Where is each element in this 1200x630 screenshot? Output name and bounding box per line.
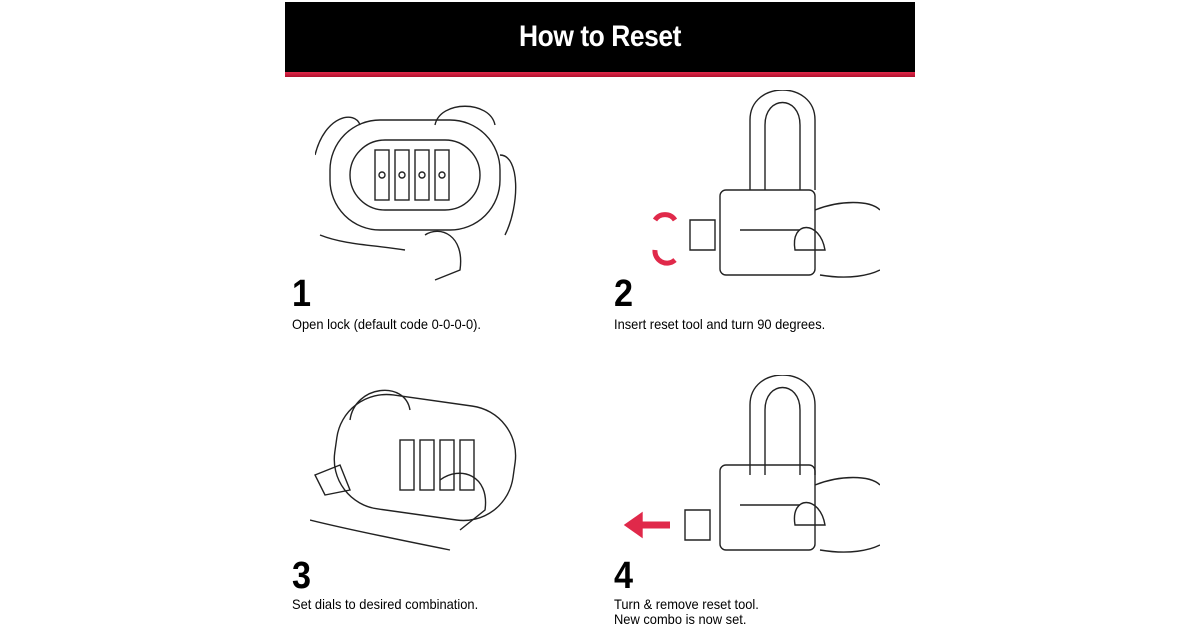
step1-open-lock-illustration bbox=[315, 105, 517, 281]
page-title: How to Reset bbox=[519, 20, 681, 53]
step3-caption: Set dials to desired combination. bbox=[292, 596, 479, 612]
header-bar bbox=[285, 2, 915, 72]
step2-insert-tool-illustration bbox=[652, 90, 880, 278]
step2-number: 2 bbox=[614, 273, 634, 315]
step3-set-dials-illustration bbox=[310, 389, 517, 551]
step4-remove-tool-illustration bbox=[623, 375, 880, 553]
step1-caption: Open lock (default code 0-0-0-0). bbox=[292, 316, 482, 332]
step4-number: 4 bbox=[614, 555, 634, 597]
step3-number: 3 bbox=[292, 555, 312, 597]
header-red-stripe bbox=[285, 72, 915, 77]
step2-caption: Insert reset tool and turn 90 degrees. bbox=[614, 316, 826, 332]
step4-caption-line1: Turn & remove reset tool. bbox=[614, 596, 759, 612]
step1-number: 1 bbox=[292, 273, 312, 315]
step4-caption-line2: New combo is now set. bbox=[614, 611, 747, 627]
